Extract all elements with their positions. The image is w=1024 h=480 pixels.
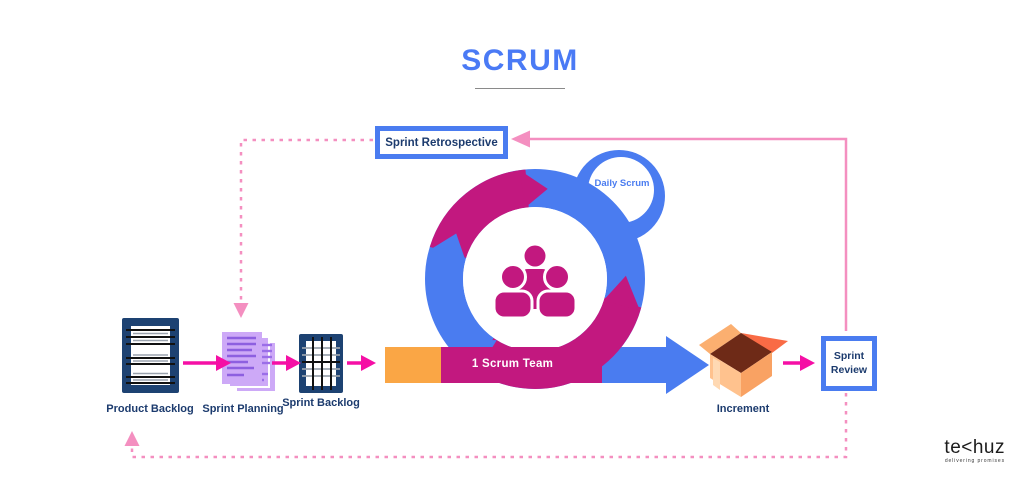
review-to-backlog-connector [124,393,848,459]
logo-brand-text: te<huz [944,437,1005,458]
sprint-review-box: Sprint Review [821,336,877,391]
product-backlog-icon [122,318,179,393]
review-to-retrospective-connector [511,130,848,331]
arrowhead-left-icon [511,130,530,148]
increment-label: Increment [716,403,770,415]
techuz-logo: te<huz delivering promises [925,438,1005,464]
flow-band-orange [385,347,459,383]
sprint-backlog-icon [299,334,343,393]
process-arrowheads [216,355,815,371]
retrospective-to-planning-connector [233,138,373,318]
daily-scrum-label: Daily Scrum [594,178,650,189]
sprint-planning-label: Sprint Planning [202,403,284,415]
flow-arrow-blue [601,336,709,394]
arrowhead-down-icon [233,303,249,318]
product-backlog-label: Product Backlog [106,403,194,415]
sprint-planning-icon [222,332,277,393]
sprint-retrospective-box: Sprint Retrospective [375,126,508,159]
flow-band-magenta [441,347,602,383]
title-underline [475,88,565,89]
logo-tagline: delivering promises [944,458,1005,464]
sprint-retrospective-label: Sprint Retrospective [385,136,498,149]
arrowhead-up-icon [124,431,140,446]
sprint-review-label: Sprint Review [830,350,868,376]
scrum-team-icon [492,245,578,320]
scrum-team-label: 1 Scrum Team [471,358,554,370]
sprint-backlog-label: Sprint Backlog [282,397,360,409]
page-title: SCRUM [461,44,579,77]
increment-icon [699,324,788,397]
